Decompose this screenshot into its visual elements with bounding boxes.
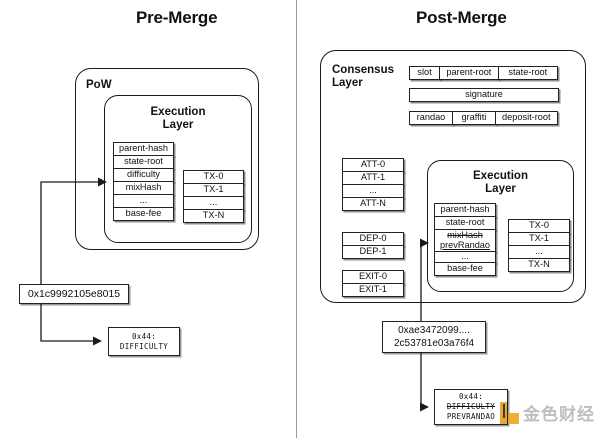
tx-row: ... [508, 244, 570, 259]
beacon-row-signature: signature [409, 88, 559, 102]
opcode-name-new: PREVRANDAO [446, 412, 496, 421]
tx-row: TX-N [183, 208, 244, 223]
deposit-row: DEP-0 [342, 232, 404, 246]
field-parent-root: parent-root [438, 66, 499, 80]
field-difficulty: difficulty [113, 167, 174, 182]
field-mixhash-prevrandao: mixHash prevRandao [434, 228, 496, 252]
post-opcode-box: 0x44: DIFFICULTY PREVRANDAO [434, 389, 508, 425]
opcode-code: 0x44: [458, 392, 484, 401]
tx-row: TX-0 [183, 170, 244, 184]
opcode-name: DIFFICULTY [119, 341, 169, 351]
exit-row: EXIT-0 [342, 270, 404, 284]
field-randao: randao [409, 111, 453, 125]
post-header-field-stack: parent-hash state-root mixHash prevRanda… [434, 203, 496, 276]
watermark-text: 金色财经 [523, 405, 595, 424]
post-transaction-stack: TX-0 TX-1 ... TX-N [508, 219, 570, 272]
deposit-stack: DEP-0 DEP-1 [342, 232, 404, 259]
wire-post-value-to-opcode [419, 353, 429, 412]
field-signature: signature [409, 88, 559, 102]
watermark-logo-icon [500, 401, 519, 424]
tx-row: TX-N [508, 257, 570, 272]
opcode-name-old: DIFFICULTY [446, 402, 496, 411]
deposit-row: DEP-1 [342, 244, 404, 259]
field-base-fee: base-fee [113, 206, 174, 221]
field-mixhash: mixHash [113, 180, 174, 195]
pre-opcode-box: 0x44: DIFFICULTY [108, 327, 180, 356]
exit-stack: EXIT-0 EXIT-1 [342, 270, 404, 297]
pow-label: PoW [86, 79, 112, 91]
attestation-row: ATT-0 [342, 158, 404, 172]
field-mixhash-old: mixHash [447, 229, 483, 240]
watermark: 金色财经 [500, 400, 595, 425]
value-line-2: 2c53781e03a76f4 [393, 338, 475, 349]
pre-header-field-stack: parent-hash state-root difficulty mixHas… [113, 142, 174, 221]
pre-execution-layer-label: Execution Layer [150, 106, 206, 131]
wire-pre-value-to-opcode [40, 304, 102, 346]
field-state-root: state-root [113, 154, 174, 169]
tx-row: TX-1 [508, 231, 570, 246]
post-execution-layer-label: Execution Layer [473, 170, 528, 195]
page-title-post-merge: Post-Merge [416, 8, 507, 27]
attestation-row: ATT-1 [342, 170, 404, 185]
field-base-fee: base-fee [434, 261, 496, 276]
pre-difficulty-value-box: 0x1c9992105e8015 [19, 284, 129, 304]
field-prevrandao-new: prevRandao [439, 240, 491, 251]
opcode-code: 0x44: [131, 331, 157, 341]
beacon-row-slot-parentroot-stateroot: slot parent-root state-root [409, 66, 558, 80]
exit-row: EXIT-1 [342, 282, 404, 297]
attestation-row: ATT-N [342, 196, 404, 211]
tx-row: TX-1 [183, 182, 244, 197]
pre-transaction-stack: TX-0 TX-1 ... TX-N [183, 170, 244, 223]
tx-row: TX-0 [508, 219, 570, 233]
field-slot: slot [409, 66, 440, 80]
tx-row: ... [183, 195, 244, 210]
panel-divider [296, 0, 297, 438]
attestation-row: ... [342, 183, 404, 198]
field-state-root: state-root [434, 215, 496, 230]
post-prevrandao-value-box: 0xae3472099.... 2c53781e03a76f4 [382, 321, 486, 353]
field-parent-hash: parent-hash [434, 203, 496, 217]
field-deposit-root: deposit-root [494, 111, 558, 125]
field-graffiti: graffiti [451, 111, 496, 125]
attestation-stack: ATT-0 ATT-1 ... ATT-N [342, 158, 404, 211]
value-line-1: 0xae3472099.... [398, 325, 470, 336]
field-ellipsis: ... [113, 193, 174, 208]
beacon-row-randao-graffiti-depositroot: randao graffiti deposit-root [409, 111, 558, 125]
field-state-root: state-root [497, 66, 558, 80]
field-parent-hash: parent-hash [113, 142, 174, 156]
page-title-pre-merge: Pre-Merge [136, 8, 218, 27]
consensus-layer-label: Consensus Layer [332, 64, 394, 89]
